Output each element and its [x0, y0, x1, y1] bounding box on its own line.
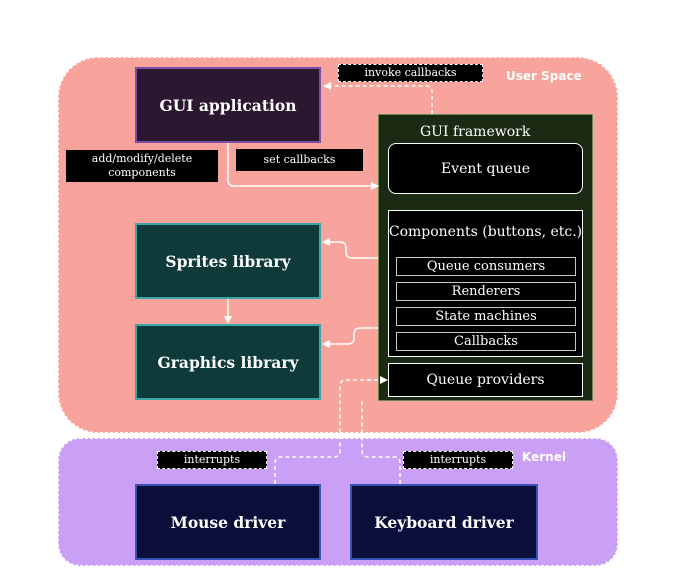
edge-label-interrupts-mouse: interrupts — [157, 451, 267, 469]
edge-label-invoke-callbacks: invoke callbacks — [338, 64, 483, 82]
keyboard-driver-label: Keyboard driver — [374, 512, 514, 532]
mouse-driver-box: Mouse driver — [135, 484, 321, 560]
component-item-renderers: Renderers — [396, 282, 576, 301]
mouse-driver-label: Mouse driver — [170, 512, 286, 532]
edge-framework-to-sprites — [322, 238, 378, 259]
queue-providers-box: Queue providers — [388, 363, 583, 397]
component-item-label: Renderers — [451, 284, 521, 299]
graphics-library-box: Graphics library — [135, 324, 321, 400]
gui-framework-title: GUI framework — [420, 124, 531, 140]
user-space-label: User Space — [506, 69, 582, 83]
kernel-label: Kernel — [522, 450, 566, 464]
edge-app-to-framework — [227, 143, 379, 190]
gui-application-box: GUI application — [135, 67, 321, 143]
event-queue-box: Event queue — [388, 143, 583, 194]
edge-mouse-interrupts — [274, 376, 388, 484]
edge-keyboard-interrupts — [361, 401, 401, 484]
edge-invoke-callbacks — [323, 82, 433, 114]
component-item-callbacks: Callbacks — [396, 332, 576, 351]
sprites-library-label: Sprites library — [165, 251, 291, 271]
gui-application-label: GUI application — [159, 95, 297, 115]
sprites-library-box: Sprites library — [135, 223, 321, 299]
queue-providers-label: Queue providers — [426, 372, 545, 388]
component-item-queue-consumers: Queue consumers — [396, 257, 576, 276]
keyboard-driver-box: Keyboard driver — [350, 484, 538, 560]
component-item-label: Callbacks — [454, 334, 518, 349]
component-item-state-machines: State machines — [396, 307, 576, 326]
component-item-label: Queue consumers — [426, 259, 546, 274]
graphics-library-label: Graphics library — [157, 352, 299, 372]
component-item-label: State machines — [435, 309, 537, 324]
edge-label-interrupts-keyboard: interrupts — [403, 451, 513, 469]
edge-framework-to-graphics — [322, 327, 378, 348]
edge-label-add-modify-delete: add/modify/delete components — [66, 150, 218, 182]
edge-label-set-callbacks: set callbacks — [236, 149, 363, 171]
event-queue-label: Event queue — [440, 160, 531, 177]
components-label: Components (buttons, etc.) — [388, 224, 583, 240]
